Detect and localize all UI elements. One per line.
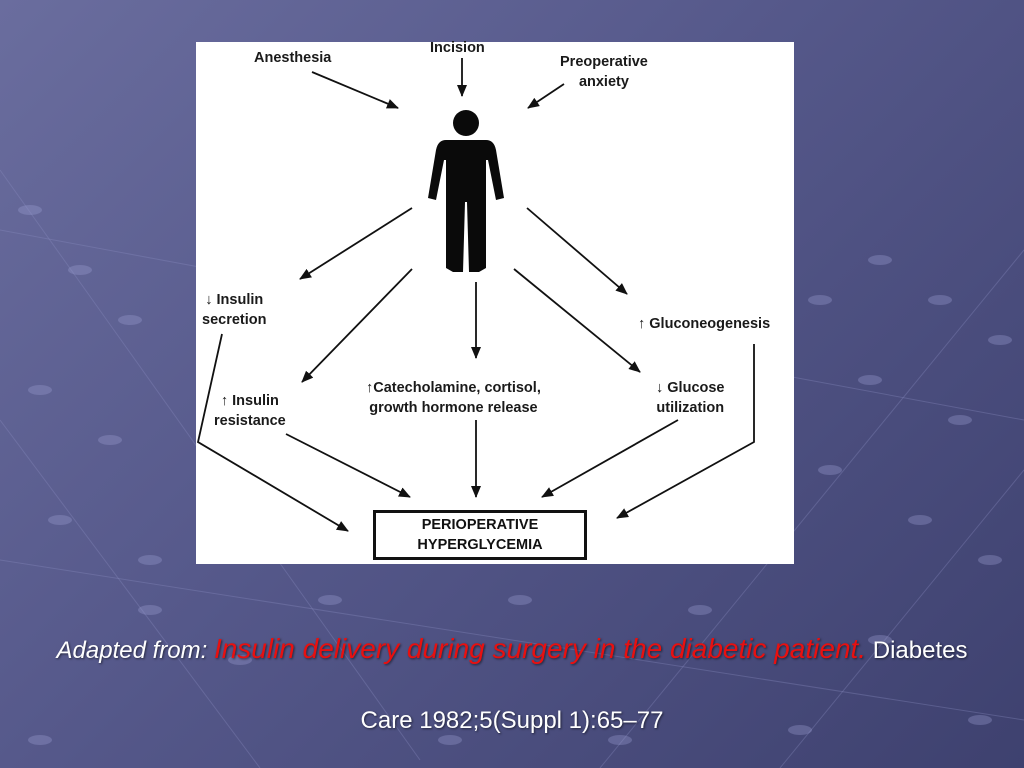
diagram-panel: Anesthesia Incision Preoperative anxiety…	[196, 40, 794, 564]
arrow-insulin-resistance-to-result	[285, 433, 411, 498]
label-insulin-resistance-line-2: resistance	[214, 413, 286, 429]
label-glucose-utilization: ↓ Glucose utilization	[656, 378, 725, 418]
diagram-arrows	[196, 58, 755, 532]
label-gluconeogenesis: ↑ Gluconeogenesis	[638, 314, 770, 334]
label-glucose-utilization-line-2: utilization	[656, 400, 725, 416]
label-incision: Incision	[430, 38, 485, 58]
label-anesthesia: Anesthesia	[254, 48, 331, 68]
label-glucose-utilization-line-1: ↓ Glucose	[656, 380, 725, 396]
arrow-to-glucose-utilization	[513, 268, 641, 373]
label-preoperative-anxiety: Preoperative anxiety	[560, 52, 648, 92]
label-insulin-secretion-line-2: secretion	[202, 312, 267, 328]
label-anxiety-line-2: anxiety	[578, 74, 629, 90]
arrow-glucose-utilization-to-result	[541, 419, 679, 498]
citation-caption: Adapted from: Insulin delivery during su…	[40, 614, 984, 756]
result-line-1: PERIOPERATIVE	[421, 517, 539, 533]
arrow-insulin-secretion-to-result	[196, 333, 349, 532]
caption-reference: Diabetes Care 1982;5(Suppl 1):65–77	[360, 637, 968, 734]
arrow-gluconeogenesis-to-result	[616, 344, 755, 519]
label-anxiety-line-1: Preoperative	[560, 54, 648, 70]
arrow-anxiety	[527, 83, 565, 109]
arrow-to-gluconeogenesis	[526, 207, 628, 295]
caption-article-title: Insulin delivery during surgery in the d…	[213, 633, 867, 664]
label-insulin-secretion: ↓ Insulin secretion	[202, 290, 266, 330]
label-insulin-secretion-line-1: ↓ Insulin	[205, 292, 264, 308]
result-line-2: HYPERGLYCEMIA	[417, 537, 543, 553]
label-insulin-resistance-line-1: ↑ Insulin	[220, 393, 279, 409]
person-figure	[428, 110, 504, 272]
label-anesthesia-text: Anesthesia	[254, 50, 332, 66]
arrow-to-insulin-secretion	[299, 207, 413, 280]
arrow-anesthesia	[311, 71, 399, 109]
label-hormone-release-line-2: growth hormone release	[369, 400, 538, 416]
label-hormone-release: ↑Catecholamine, cortisol, growth hormone…	[366, 378, 541, 418]
label-gluconeogenesis-text: ↑ Gluconeogenesis	[638, 316, 771, 332]
label-hormone-release-line-1: ↑Catecholamine, cortisol,	[366, 380, 541, 396]
arrow-to-insulin-resistance	[301, 268, 413, 383]
caption-intro: Adapted from:	[56, 637, 214, 664]
label-incision-text: Incision	[430, 40, 485, 56]
result-box-perioperative-hyperglycemia: PERIOPERATIVE HYPERGLYCEMIA	[373, 510, 587, 560]
label-insulin-resistance: ↑ Insulin resistance	[214, 391, 286, 431]
